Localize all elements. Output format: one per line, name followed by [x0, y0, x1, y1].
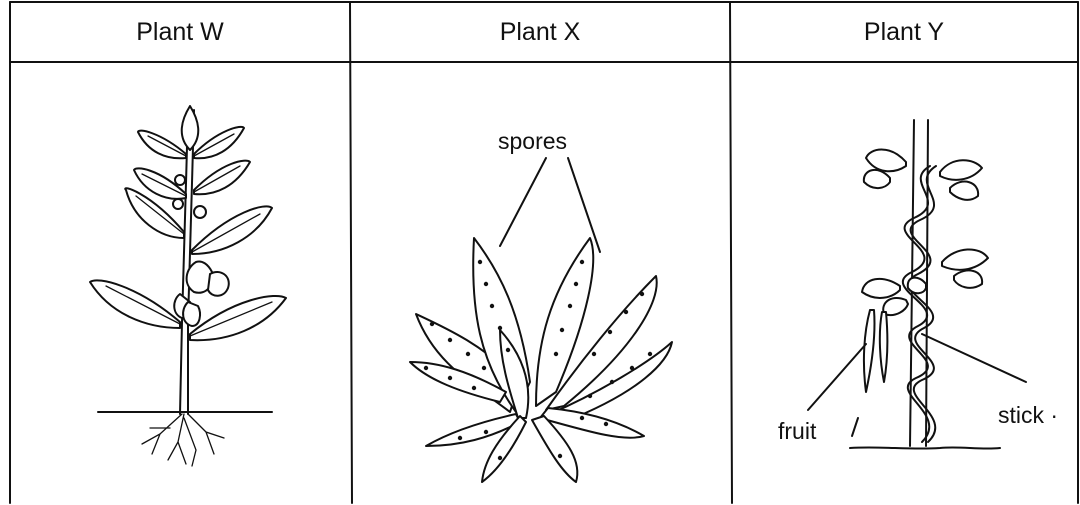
column-title-plant-w: Plant W — [10, 18, 350, 47]
plant-w-illustration — [10, 62, 350, 502]
spores-label: spores — [498, 128, 567, 155]
column-title-plant-y: Plant Y — [730, 18, 1078, 47]
column-title-plant-x: Plant X — [350, 18, 730, 47]
stick-label: stick · — [998, 402, 1058, 429]
fruit-label: fruit — [778, 418, 816, 445]
